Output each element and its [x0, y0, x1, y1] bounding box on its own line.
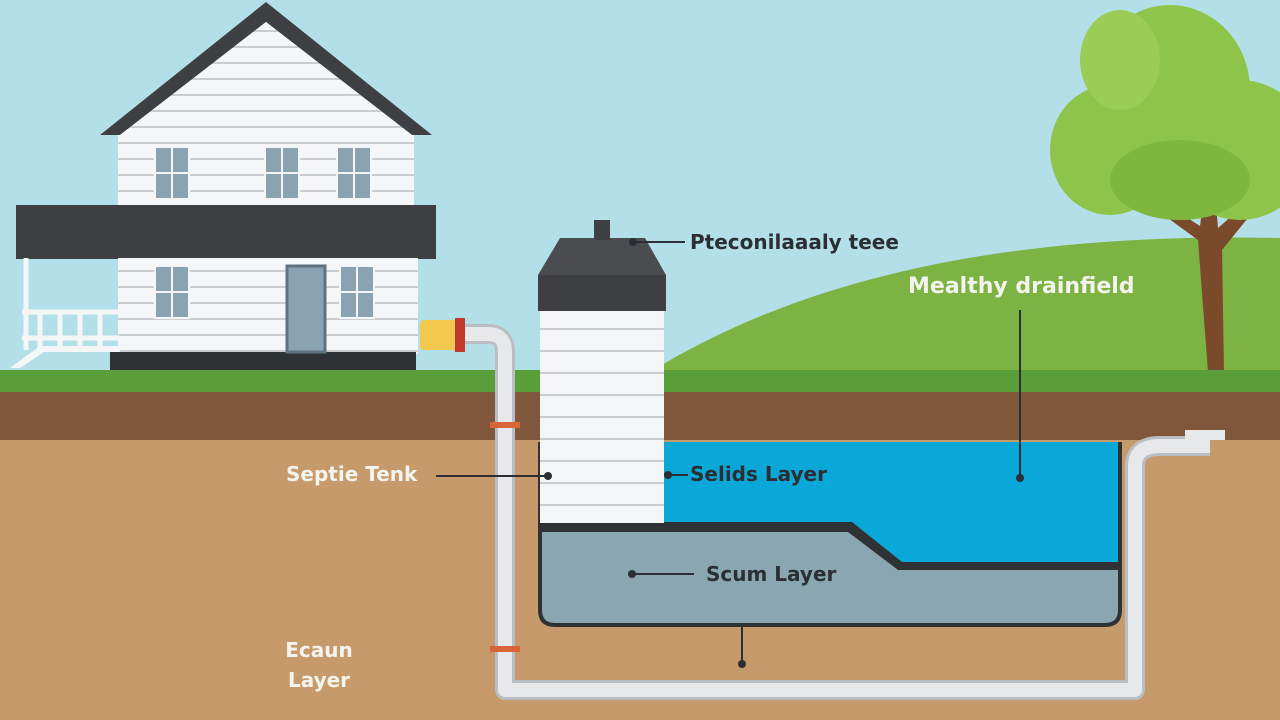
layer-divider — [540, 522, 1120, 570]
bottom-label-line1: Ecaun — [285, 638, 353, 662]
solids-layer-label: Selids Layer — [690, 462, 827, 486]
scum-layer — [540, 526, 1120, 625]
leader-lines — [436, 241, 1021, 664]
septic-tank-label: Septie Tenk — [286, 462, 418, 486]
leader-dot-bottom — [738, 660, 746, 668]
leader-dot-tank-top — [629, 238, 637, 246]
leader-dot-solids — [664, 471, 672, 479]
hill — [650, 237, 1280, 372]
leader-dot-drainfield — [1016, 474, 1024, 482]
tree — [1050, 5, 1280, 372]
inlet-pipe — [420, 318, 1225, 700]
tank-top-label: Pteconilaaaly teee — [690, 230, 899, 254]
leader-dot-septic-tank — [544, 472, 552, 480]
leader-dot-scum — [628, 570, 636, 578]
drainfield-label: Mealthy drainfield — [908, 274, 1135, 299]
tank-outline — [538, 442, 1122, 627]
tank-riser — [538, 220, 666, 523]
house — [10, 2, 436, 370]
scum-layer-label: Scum Layer — [706, 562, 837, 586]
bottom-label-line2: Layer — [287, 668, 351, 692]
